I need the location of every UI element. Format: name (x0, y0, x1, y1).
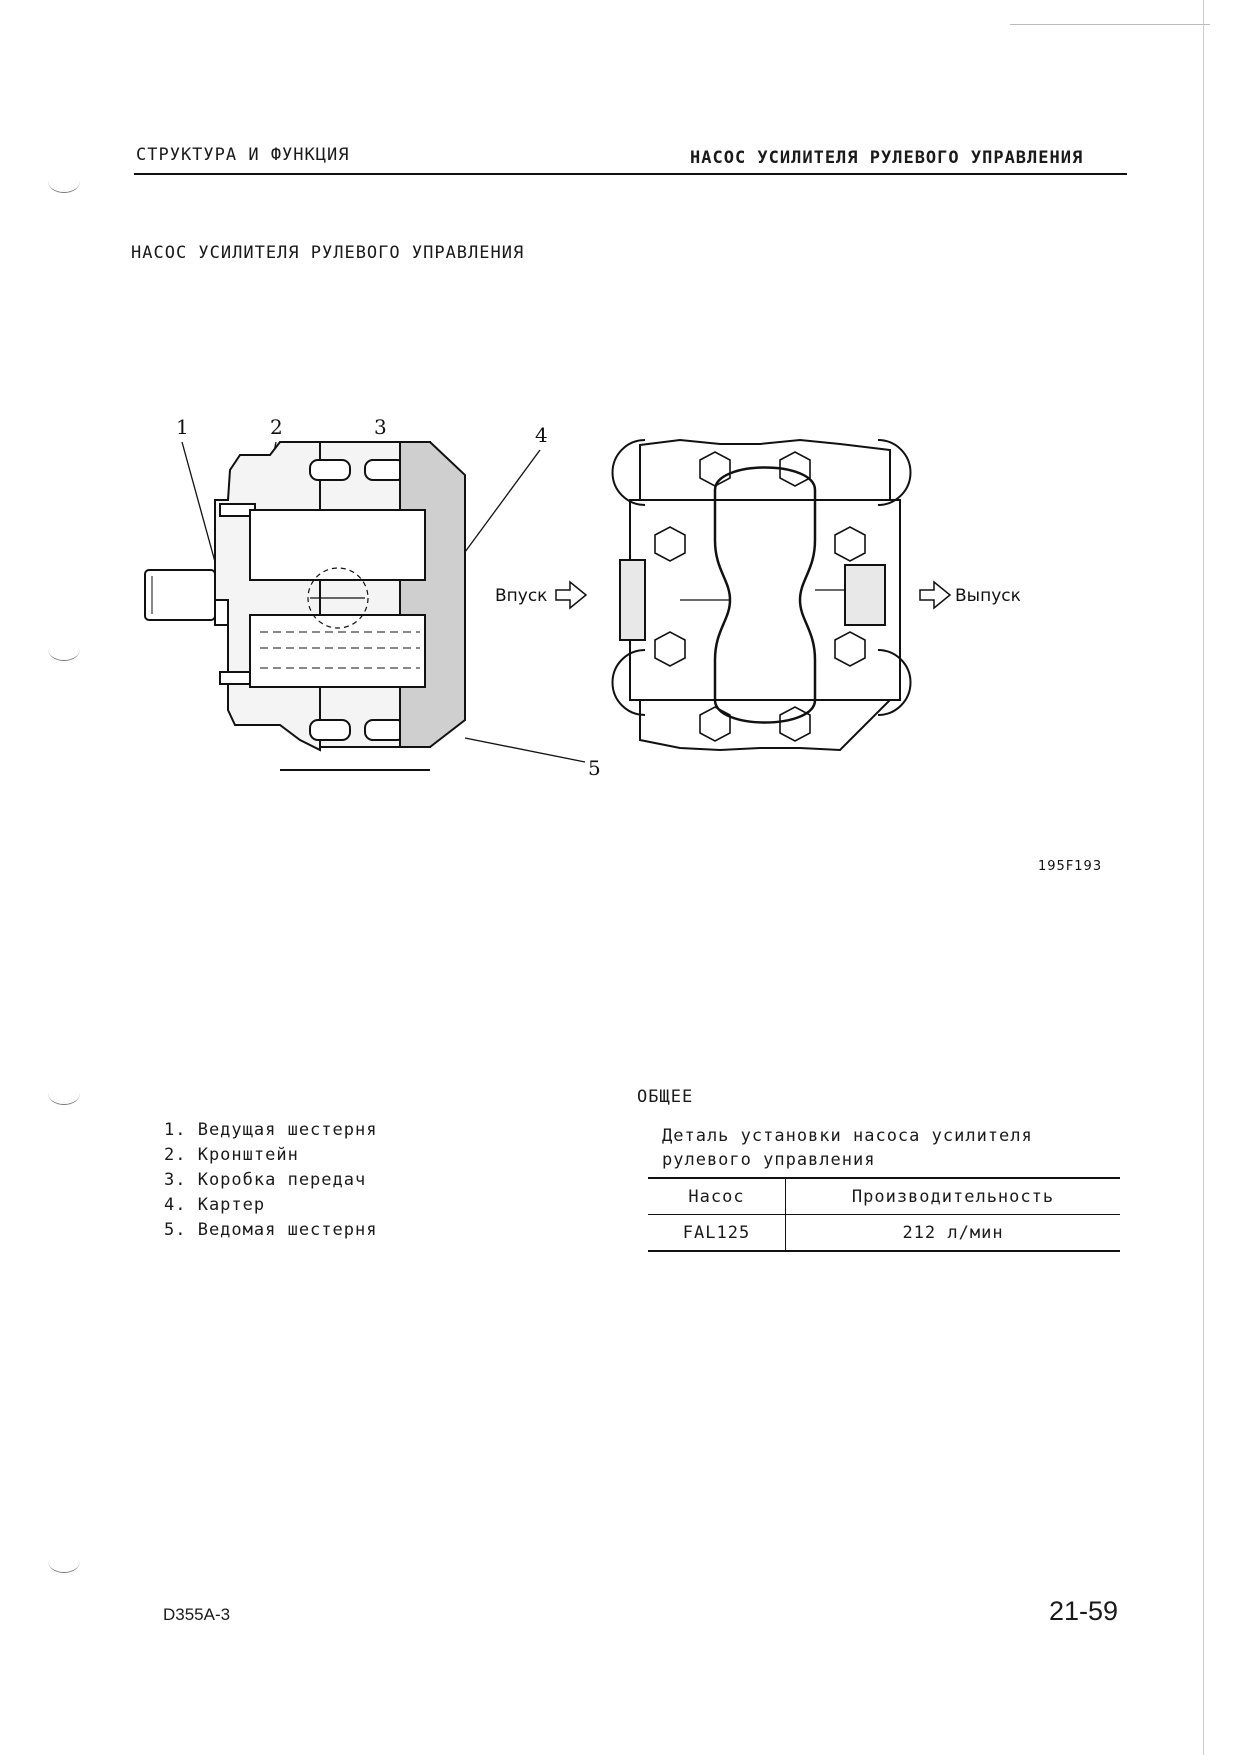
footer-page-number: 21-59 (1049, 1596, 1119, 1626)
callout-3: 3 (374, 415, 387, 439)
header-section-title: СТРУКТУРА И ФУНКЦИЯ (136, 145, 350, 165)
front-face-view (611, 438, 912, 752)
callout-4: 4 (535, 423, 548, 447)
spec-caption: Деталь установки насоса усилителя рулево… (662, 1124, 1033, 1172)
callout-5: 5 (588, 756, 601, 780)
legend-item: 2. Кронштейн (164, 1145, 299, 1165)
spec-table-cell-pump: FAL125 (648, 1214, 786, 1251)
outlet-label: Выпуск (955, 586, 1021, 606)
legend-item: 1. Ведущая шестерня (164, 1120, 378, 1140)
scan-edge-line (1203, 0, 1204, 1755)
page-title: НАСОС УСИЛИТЕЛЯ РУЛЕВОГО УПРАВЛЕНИЯ (131, 243, 525, 263)
legend-item: 3. Коробка передач (164, 1170, 367, 1190)
spec-table-header-row: Насос Производительность (648, 1178, 1120, 1215)
callout-1: 1 (176, 415, 189, 439)
header-rule (134, 173, 1127, 175)
spec-table-header-pump: Насос (648, 1178, 786, 1215)
figure-code: 195F193 (1038, 859, 1102, 874)
scan-edge-line (1010, 24, 1210, 25)
general-heading: ОБЩЕЕ (637, 1087, 694, 1107)
binder-punch-mark (48, 638, 80, 661)
binder-punch-mark (48, 1550, 80, 1573)
pump-drawing: 1 2 3 4 5 (144, 415, 1102, 874)
spec-caption-line: рулевого управления (662, 1150, 876, 1170)
spec-table: Насос Производительность FAL125 212 л/ми… (648, 1177, 1120, 1252)
inlet-label: Впуск (495, 586, 547, 606)
side-section-view: 1 2 3 4 5 (144, 415, 601, 780)
legend-item: 4. Картер (164, 1195, 266, 1215)
footer-model: D355A-3 (163, 1605, 231, 1624)
header-topic-title: НАСОС УСИЛИТЕЛЯ РУЛЕВОГО УПРАВЛЕНИЯ (690, 148, 1084, 168)
spec-caption-line: Деталь установки насоса усилителя (662, 1126, 1033, 1146)
binder-punch-mark (48, 1082, 80, 1105)
callout-2: 2 (270, 415, 283, 439)
binder-punch-mark (48, 170, 80, 193)
parts-legend: 1. Ведущая шестерня 2. Кронштейн 3. Коро… (164, 1118, 377, 1243)
spec-table-cell-capacity: 212 л/мин (902, 1222, 1004, 1243)
legend-item: 5. Ведомая шестерня (164, 1220, 378, 1240)
spec-table-header-capacity: Производительность (851, 1186, 1055, 1207)
outlet-arrow-icon (919, 580, 952, 610)
table-row: FAL125 212 л/мин (648, 1214, 1120, 1251)
inlet-arrow-icon (555, 580, 588, 610)
